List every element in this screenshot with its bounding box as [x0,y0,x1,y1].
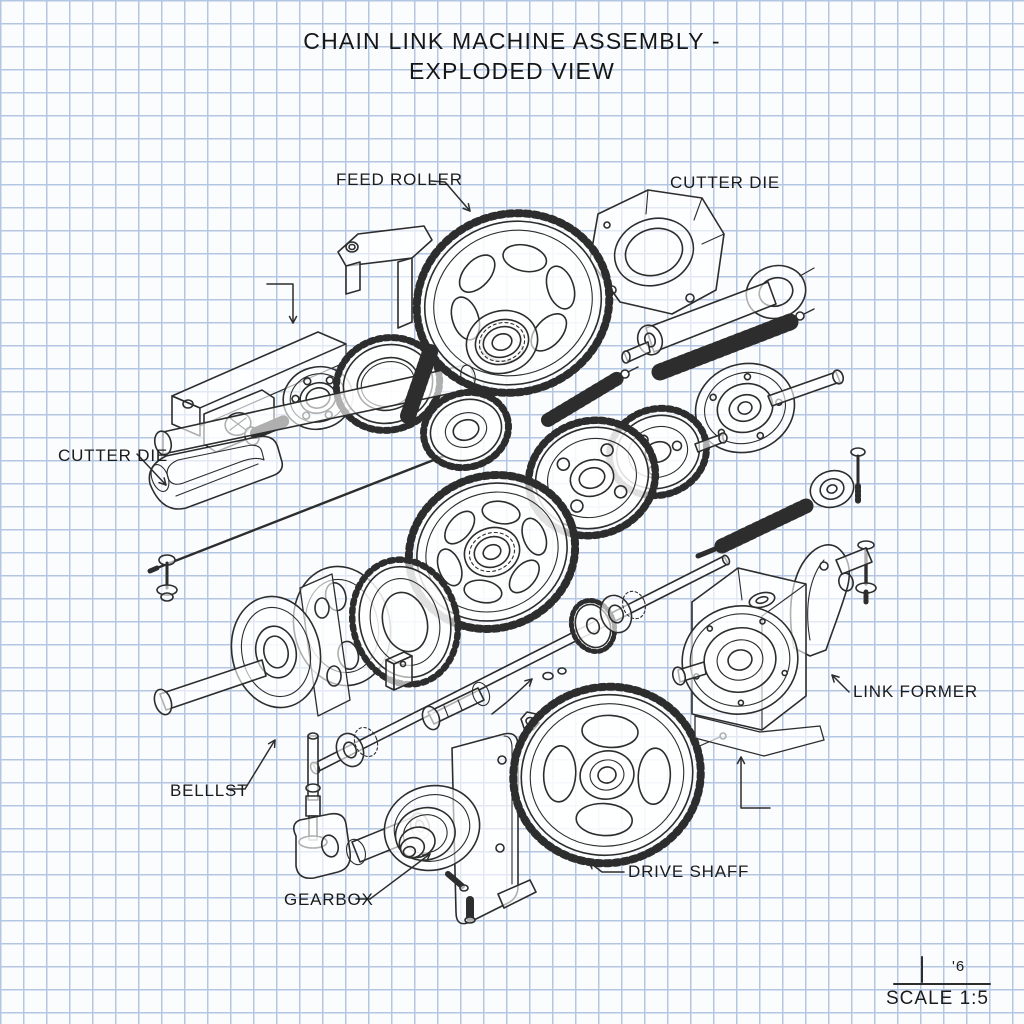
crank-assembly [153,556,462,717]
leader-lines [136,180,850,900]
scale-mark-text: '6 [952,958,966,975]
link-former-up-arrow [736,756,771,809]
gearbox-assembly [383,732,537,925]
label-bellst: BELLLST [170,781,249,800]
cutter-die-left-leader [136,453,167,486]
roller-and-spring [621,264,815,381]
label-gearbox: GEARBOX [284,890,374,909]
scale-bar [893,956,991,985]
drive-shaft-leader [588,861,625,873]
small-block [385,651,413,691]
tie-rod [147,454,446,602]
cutter-die-bracket [589,189,725,315]
label-drive-shaft: DRIVE SHAFF [628,862,750,881]
top-left-bent-arrow [266,283,298,324]
right-spring-and-fasteners [695,447,877,605]
title-line-2: EXPLODED VIEW [408,58,616,84]
drive-gear [509,682,727,868]
gear-cluster [400,344,728,633]
link-former-leader [831,674,850,693]
drawing-title: CHAIN LINK MACHINE ASSEMBLY - EXPLODED V… [0,26,1024,86]
top-bracket [337,225,433,329]
label-cutter-die-left: CUTTER DIE [58,446,168,465]
cutter-die-block [148,435,284,510]
label-link-former: LINK FORMER [853,682,978,701]
feed-roller-gear [153,209,614,456]
bellst-leader [228,739,276,790]
label-cutter-die-top-right: CUTTER DIE [670,173,780,192]
feed-roller-leader [430,180,471,212]
center-small-arrow [491,678,533,715]
gearbox-leader [355,853,431,900]
label-feed-roller: FEED ROLLER [336,170,463,189]
scale-text: SCALE 1:5 [886,988,989,1009]
link-former-housing [671,543,873,757]
main-shaft [309,554,731,775]
title-line-1: CHAIN LINK MACHINE ASSEMBLY - [303,28,721,54]
flanged-hub [694,362,845,454]
